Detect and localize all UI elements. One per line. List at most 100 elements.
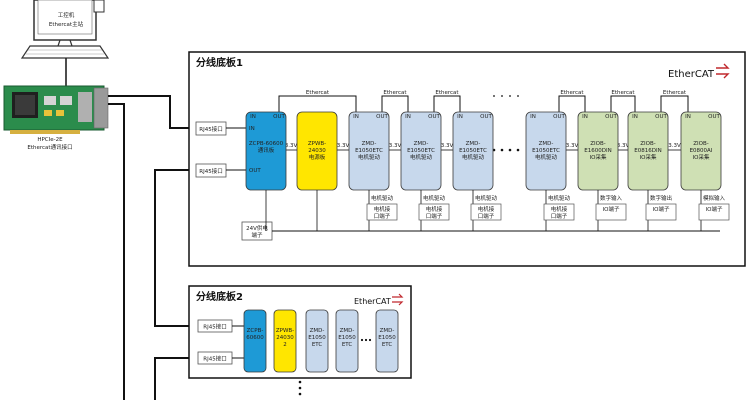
voltage-label: 3.3V (389, 143, 402, 149)
ethercat-arrow-icon (716, 63, 730, 79)
terminal-label: IO端子 (653, 205, 670, 213)
module-model-line1: ZPWB- (308, 141, 326, 147)
terminal-block (543, 203, 575, 221)
port-out-label: OUT (553, 114, 565, 120)
terminal-signal-label: 数字输出 (650, 194, 672, 202)
module-function-label: IO采集 (693, 153, 710, 161)
port-in-label: IN (405, 114, 411, 120)
terminal-label: 口端子 (426, 212, 443, 220)
board-2-title: 分线底板2 (196, 290, 243, 303)
ethercat-bus-link (660, 95, 689, 112)
terminal-block (698, 203, 730, 221)
module-ellipsis-dot (508, 148, 512, 152)
pcie-card-icon (3, 85, 109, 134)
power-terminal-label-1: 24V供电 (246, 224, 268, 232)
port-in-label: IN (250, 114, 256, 120)
module-model-line2: E0816DIN (634, 148, 661, 154)
module-function-label: IO采集 (590, 153, 607, 161)
board-1-rj45-out-label: RJ45接口 (199, 167, 222, 175)
module-model-line1: ZIOB- (590, 141, 605, 147)
terminal-label: 电机接 (374, 205, 391, 213)
board-2-ellipsis-dot (368, 338, 372, 342)
board-2-module-label: ETC (312, 342, 323, 348)
board-2-module-label: ZPWB- (276, 328, 294, 334)
port-out-label: OUT (273, 114, 285, 120)
terminal-label: 口端子 (374, 212, 391, 220)
terminal-block (470, 203, 502, 221)
module-function-label: IO采集 (640, 153, 657, 161)
board-2-module (305, 309, 329, 373)
board-2-ethercat-logo: EtherCAT (354, 297, 391, 306)
ethercat-bus-link (433, 95, 461, 112)
voltage-label: 3.3V (441, 143, 454, 149)
module-function-label: 电机驱动 (410, 153, 433, 161)
bus-ellipsis-dot (509, 95, 511, 97)
module-ellipsis-dot (500, 148, 504, 152)
board-2-module-label: E1050 (378, 335, 396, 341)
terminal-signal-label: 电机驱动 (548, 194, 571, 202)
pc-label-2: Ethercat主站 (49, 20, 84, 28)
port-in-label: IN (353, 114, 359, 120)
terminal-label: 口端子 (551, 212, 568, 220)
module-function-label: 电机驱动 (535, 153, 558, 161)
module-model-line2: E1050ETC (532, 148, 560, 154)
ethercat-bus-label: Ethercat (611, 90, 635, 96)
port-in-label: IN (530, 114, 536, 120)
terminal-block (595, 203, 627, 221)
module-model-line1: ZIOB- (640, 141, 655, 147)
board-2-module-label: ZMD- (310, 328, 325, 334)
ethercat-bus-label: Ethercat (560, 90, 584, 96)
more-boards-ellipsis (298, 380, 302, 396)
voltage-label: 3.3V (668, 143, 681, 149)
module-model-line1: ZMD- (466, 141, 481, 147)
ethercat-bus-link (558, 95, 586, 112)
ethercat-bus-label: Ethercat (306, 90, 330, 96)
zcpb-in-label: IN (249, 126, 255, 132)
module-model-line2: 通讯板 (258, 146, 275, 154)
port-out-label: OUT (655, 114, 667, 120)
board-2-module-label: 24030 (276, 335, 294, 341)
terminal-label: 电机接 (426, 205, 443, 213)
port-in-label: IN (457, 114, 463, 120)
board-2-ellipsis-dot (364, 338, 368, 342)
voltage-label: 3.3V (285, 143, 298, 149)
ethercat-bus-link (610, 95, 636, 112)
terminal-label: 电机接 (478, 205, 495, 213)
terminal-block (366, 203, 398, 221)
port-in-label: IN (685, 114, 691, 120)
voltage-label: 3.3V (617, 143, 630, 149)
terminal-label: IO端子 (706, 205, 723, 213)
terminal-label: 口端子 (478, 212, 495, 220)
board-2-module-label: E1050 (308, 335, 326, 341)
ethercat-bus-label: Ethercat (435, 90, 459, 96)
board-2-module (375, 309, 399, 373)
board-2-module-label: 60600 (246, 335, 264, 341)
ethercat-arrow-icon (392, 293, 404, 306)
pc-label-1: 工控机 (58, 11, 75, 19)
port-out-label: OUT (428, 114, 440, 120)
board-1-ethercat-logo: EtherCAT (668, 69, 715, 80)
module-model-line2: E1050ETC (407, 148, 435, 154)
ethernet-cables (108, 95, 196, 400)
module-model-line2: E1600DIN (584, 148, 611, 154)
power-terminal-label-2: 端子 (251, 231, 263, 239)
board-2-module (335, 309, 359, 373)
board-2-module (273, 309, 297, 373)
board-2-module-label: ZMD- (340, 328, 355, 334)
module-function-label: 电机驱动 (462, 153, 485, 161)
terminal-block (418, 203, 450, 221)
voltage-label: 3.3V (566, 143, 579, 149)
terminal-label: IO端子 (603, 205, 620, 213)
ethercat-bus-label: Ethercat (383, 90, 407, 96)
module-model-line1: ZCPB-60600 (249, 141, 284, 147)
module-model-line1: ZIOB- (693, 141, 708, 147)
terminal-label: 电机接 (551, 205, 568, 213)
bus-ellipsis-dot (501, 95, 503, 97)
port-out-label: OUT (480, 114, 492, 120)
board-2-module-label: ETC (342, 342, 353, 348)
port-out-label: OUT (708, 114, 720, 120)
port-out-label: OUT (376, 114, 388, 120)
voltage-label: 3.3V (337, 143, 350, 149)
zcpb-out-label: OUT (249, 168, 261, 174)
